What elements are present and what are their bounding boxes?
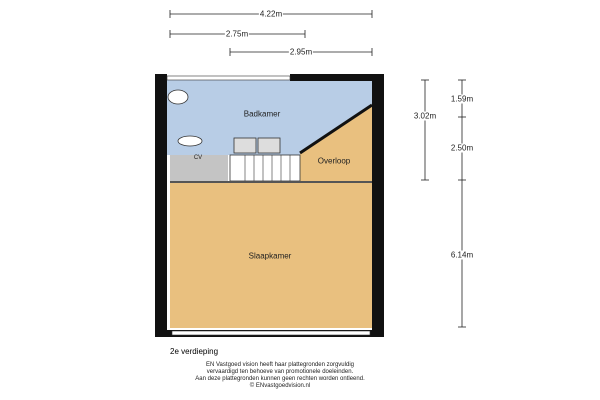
disclaimer-line: © ENvastgoedvision.nl xyxy=(249,383,311,389)
bedroom-area xyxy=(170,183,372,328)
stairs xyxy=(229,154,301,182)
dim-width-left: 2.75m xyxy=(224,29,250,39)
disclaimer: EN Vastgoed vision heeft haar plattegron… xyxy=(130,362,430,390)
window-bottom xyxy=(171,330,371,336)
landing-area xyxy=(300,105,372,182)
dim-width-right: 2.95m xyxy=(288,47,314,57)
floor-label: 2e verdieping xyxy=(170,347,219,356)
disclaimer-line: vervaardigd ten behoeve van promotionele… xyxy=(206,369,354,375)
washer-icon xyxy=(257,137,281,154)
dim-depth-upper: 3.02m xyxy=(412,111,438,121)
dim-total-width: 4.22m xyxy=(258,9,284,19)
dim-depth-a: 1.59m xyxy=(449,94,475,104)
toilet-icon xyxy=(177,135,203,147)
disclaimer-line: Aan deze plattegronden kunnen geen recht… xyxy=(195,376,365,382)
room-label-bedroom: Slaapkamer xyxy=(248,251,292,261)
bath-icon xyxy=(167,89,189,105)
room-label-landing: Overloop xyxy=(317,156,351,166)
disclaimer-line: EN Vastgoed vision heeft haar plattegron… xyxy=(206,362,354,368)
wall-left xyxy=(155,74,167,337)
room-label-cv: CV xyxy=(193,155,203,161)
wall-right xyxy=(372,74,384,337)
dimension-lines xyxy=(169,10,466,328)
window-top xyxy=(166,75,291,81)
sink-icon xyxy=(233,137,257,154)
cv-area xyxy=(170,155,228,181)
dim-depth-b: 2.50m xyxy=(449,143,475,153)
room-label-bathroom: Badkamer xyxy=(243,109,281,119)
dim-depth-c: 6.14m xyxy=(449,250,475,260)
wall-top xyxy=(290,74,380,81)
